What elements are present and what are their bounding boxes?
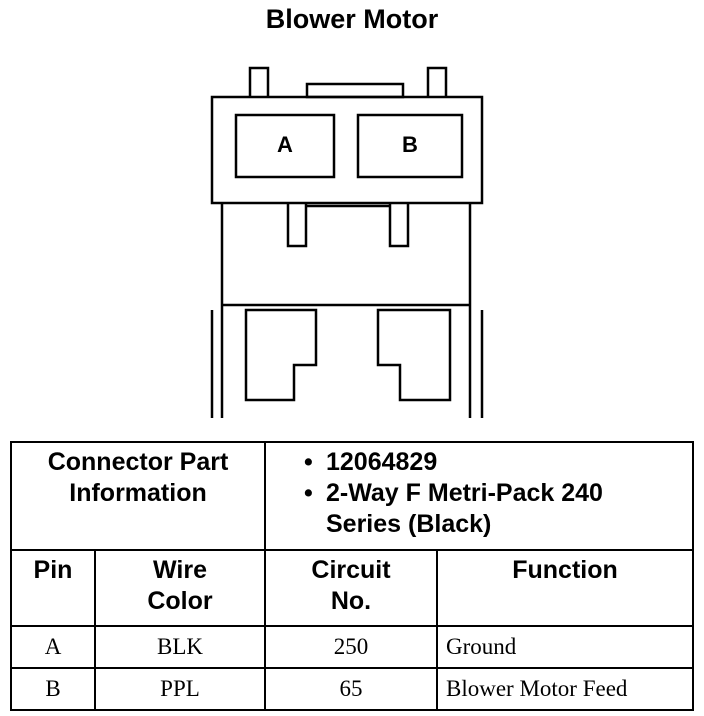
wire-color-cell: PPL: [94, 667, 266, 711]
header-row: Pin Wire Color Circuit No. Function: [10, 549, 694, 627]
cavity-b-box: [356, 113, 464, 179]
lock-tab-right: [388, 203, 410, 248]
terminal-slot-left: [244, 308, 318, 402]
connector-drawing: A B: [210, 66, 484, 418]
table-row: B PPL 65 Blower Motor Feed: [10, 667, 694, 711]
header-wire-color: Wire Color: [94, 549, 266, 627]
header-function: Function: [436, 549, 694, 627]
latch-tab-right: [426, 66, 448, 97]
table-row: A BLK 250 Ground: [10, 625, 694, 669]
connector-info-table: Connector Part Information •12064829 •2-…: [10, 441, 694, 711]
top-center-ridge: [305, 82, 405, 99]
diagram-title: Blower Motor: [265, 4, 439, 34]
circuit-cell: 65: [264, 667, 438, 711]
header-pin: Pin: [10, 549, 96, 627]
cavity-a-label: A: [277, 132, 293, 157]
pin-cell: A: [10, 625, 96, 669]
part-type-line: •2-Way F Metri-Pack 240: [304, 479, 603, 507]
lock-tab-left: [286, 203, 308, 248]
part-info-label: Connector Part Information: [10, 441, 266, 551]
connector-housing-face: [210, 95, 484, 205]
circuit-cell: 250: [264, 625, 438, 669]
header-circuit: Circuit No.: [264, 549, 438, 627]
part-number-line: •12064829: [304, 448, 438, 476]
pin-cell: B: [10, 667, 96, 711]
cavity-b-label: B: [402, 132, 418, 157]
latch-tab-left: [248, 66, 270, 97]
function-cell: Blower Motor Feed: [436, 667, 694, 711]
terminal-slot-right: [376, 308, 452, 402]
part-info-row: Connector Part Information •12064829 •2-…: [10, 441, 694, 551]
connector-body: [220, 203, 472, 418]
cavity-a-box: [234, 113, 336, 179]
function-cell: Ground: [436, 625, 694, 669]
part-series-line: Series (Black): [326, 510, 492, 538]
part-info-details: •12064829 •2-Way F Metri-Pack 240 Series…: [264, 441, 694, 551]
wire-color-cell: BLK: [94, 625, 266, 669]
